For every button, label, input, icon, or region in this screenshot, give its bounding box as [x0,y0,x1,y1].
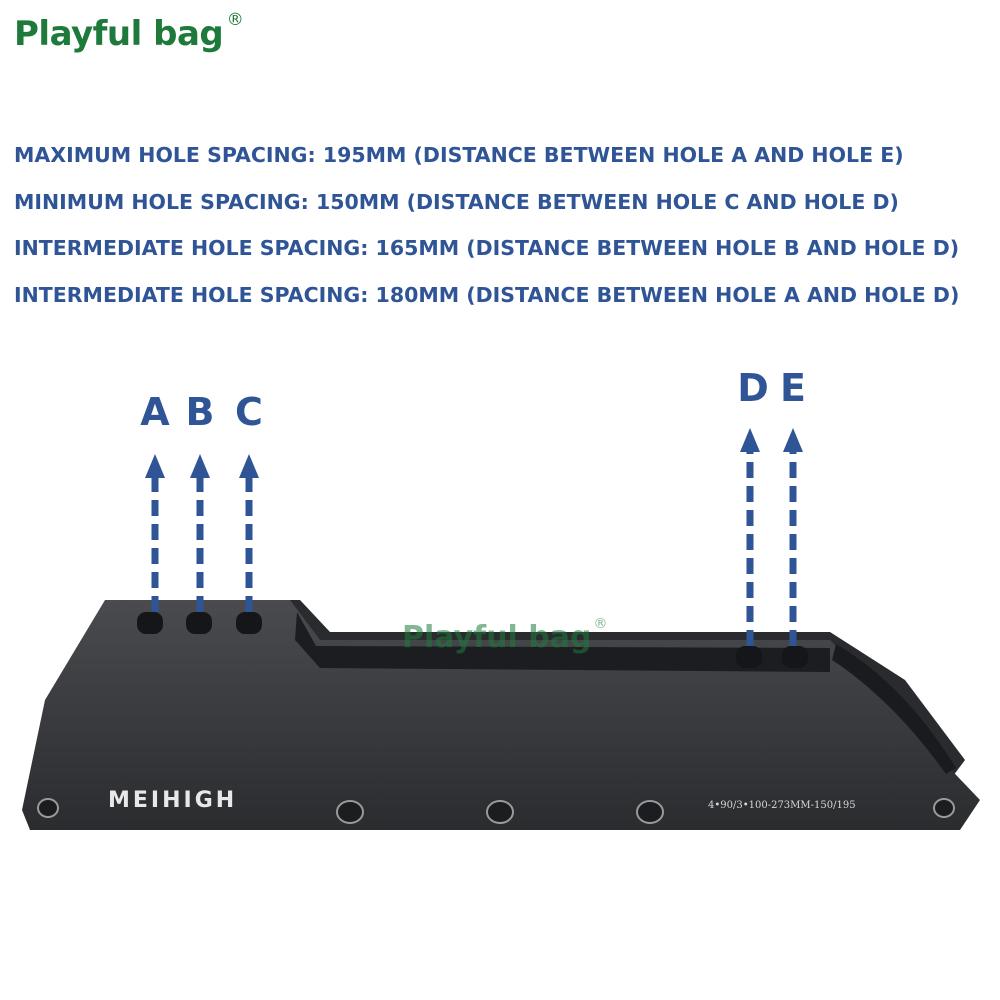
hole-a [137,612,163,634]
watermark: Playful bag ® [402,616,607,655]
hole-label-b: B [185,390,215,434]
frame-spec-code: 4•90/3•100-273MM-150/195 [708,800,856,811]
axle-hole-5 [933,798,955,818]
arrowhead-e [783,428,803,452]
hole-e [782,646,808,668]
hole-d [736,646,762,668]
hole-spacing-specs: MAXIMUM HOLE SPACING: 195MM (DISTANCE BE… [14,140,994,326]
hole-label-c: C [235,390,263,434]
axle-hole-3 [486,800,514,824]
watermark-registered-mark: ® [593,616,608,632]
brand-logo: Playful bag ® [14,10,244,54]
registered-mark: ® [226,10,244,30]
frame-brand-text: MEIHIGH [108,788,238,813]
hole-label-d: D [737,366,769,410]
spec-min-spacing: MINIMUM HOLE SPACING: 150MM (DISTANCE BE… [14,189,899,214]
axle-hole-2 [336,800,364,824]
hole-b [186,612,212,634]
hole-c [236,612,262,634]
hole-label-a: A [140,390,170,434]
spec-intermediate-165: INTERMEDIATE HOLE SPACING: 165MM (DISTAN… [14,236,960,260]
arrowhead-d [740,428,760,452]
logo-text: Playful bag [14,14,224,54]
frame-channel [295,612,830,672]
arrowhead-a [145,454,165,478]
hole-label-e: E [780,366,806,410]
arrowhead-b [190,454,210,478]
spec-intermediate-180: INTERMEDIATE HOLE SPACING: 180MM (DISTAN… [14,282,960,307]
spec-max-spacing: MAXIMUM HOLE SPACING: 195MM (DISTANCE BE… [14,143,904,167]
axle-hole-4 [636,800,664,824]
arrowhead-c [239,454,259,478]
frame-arc-right [832,644,956,774]
axle-hole-1 [37,798,59,818]
watermark-text: Playful bag [402,620,592,655]
